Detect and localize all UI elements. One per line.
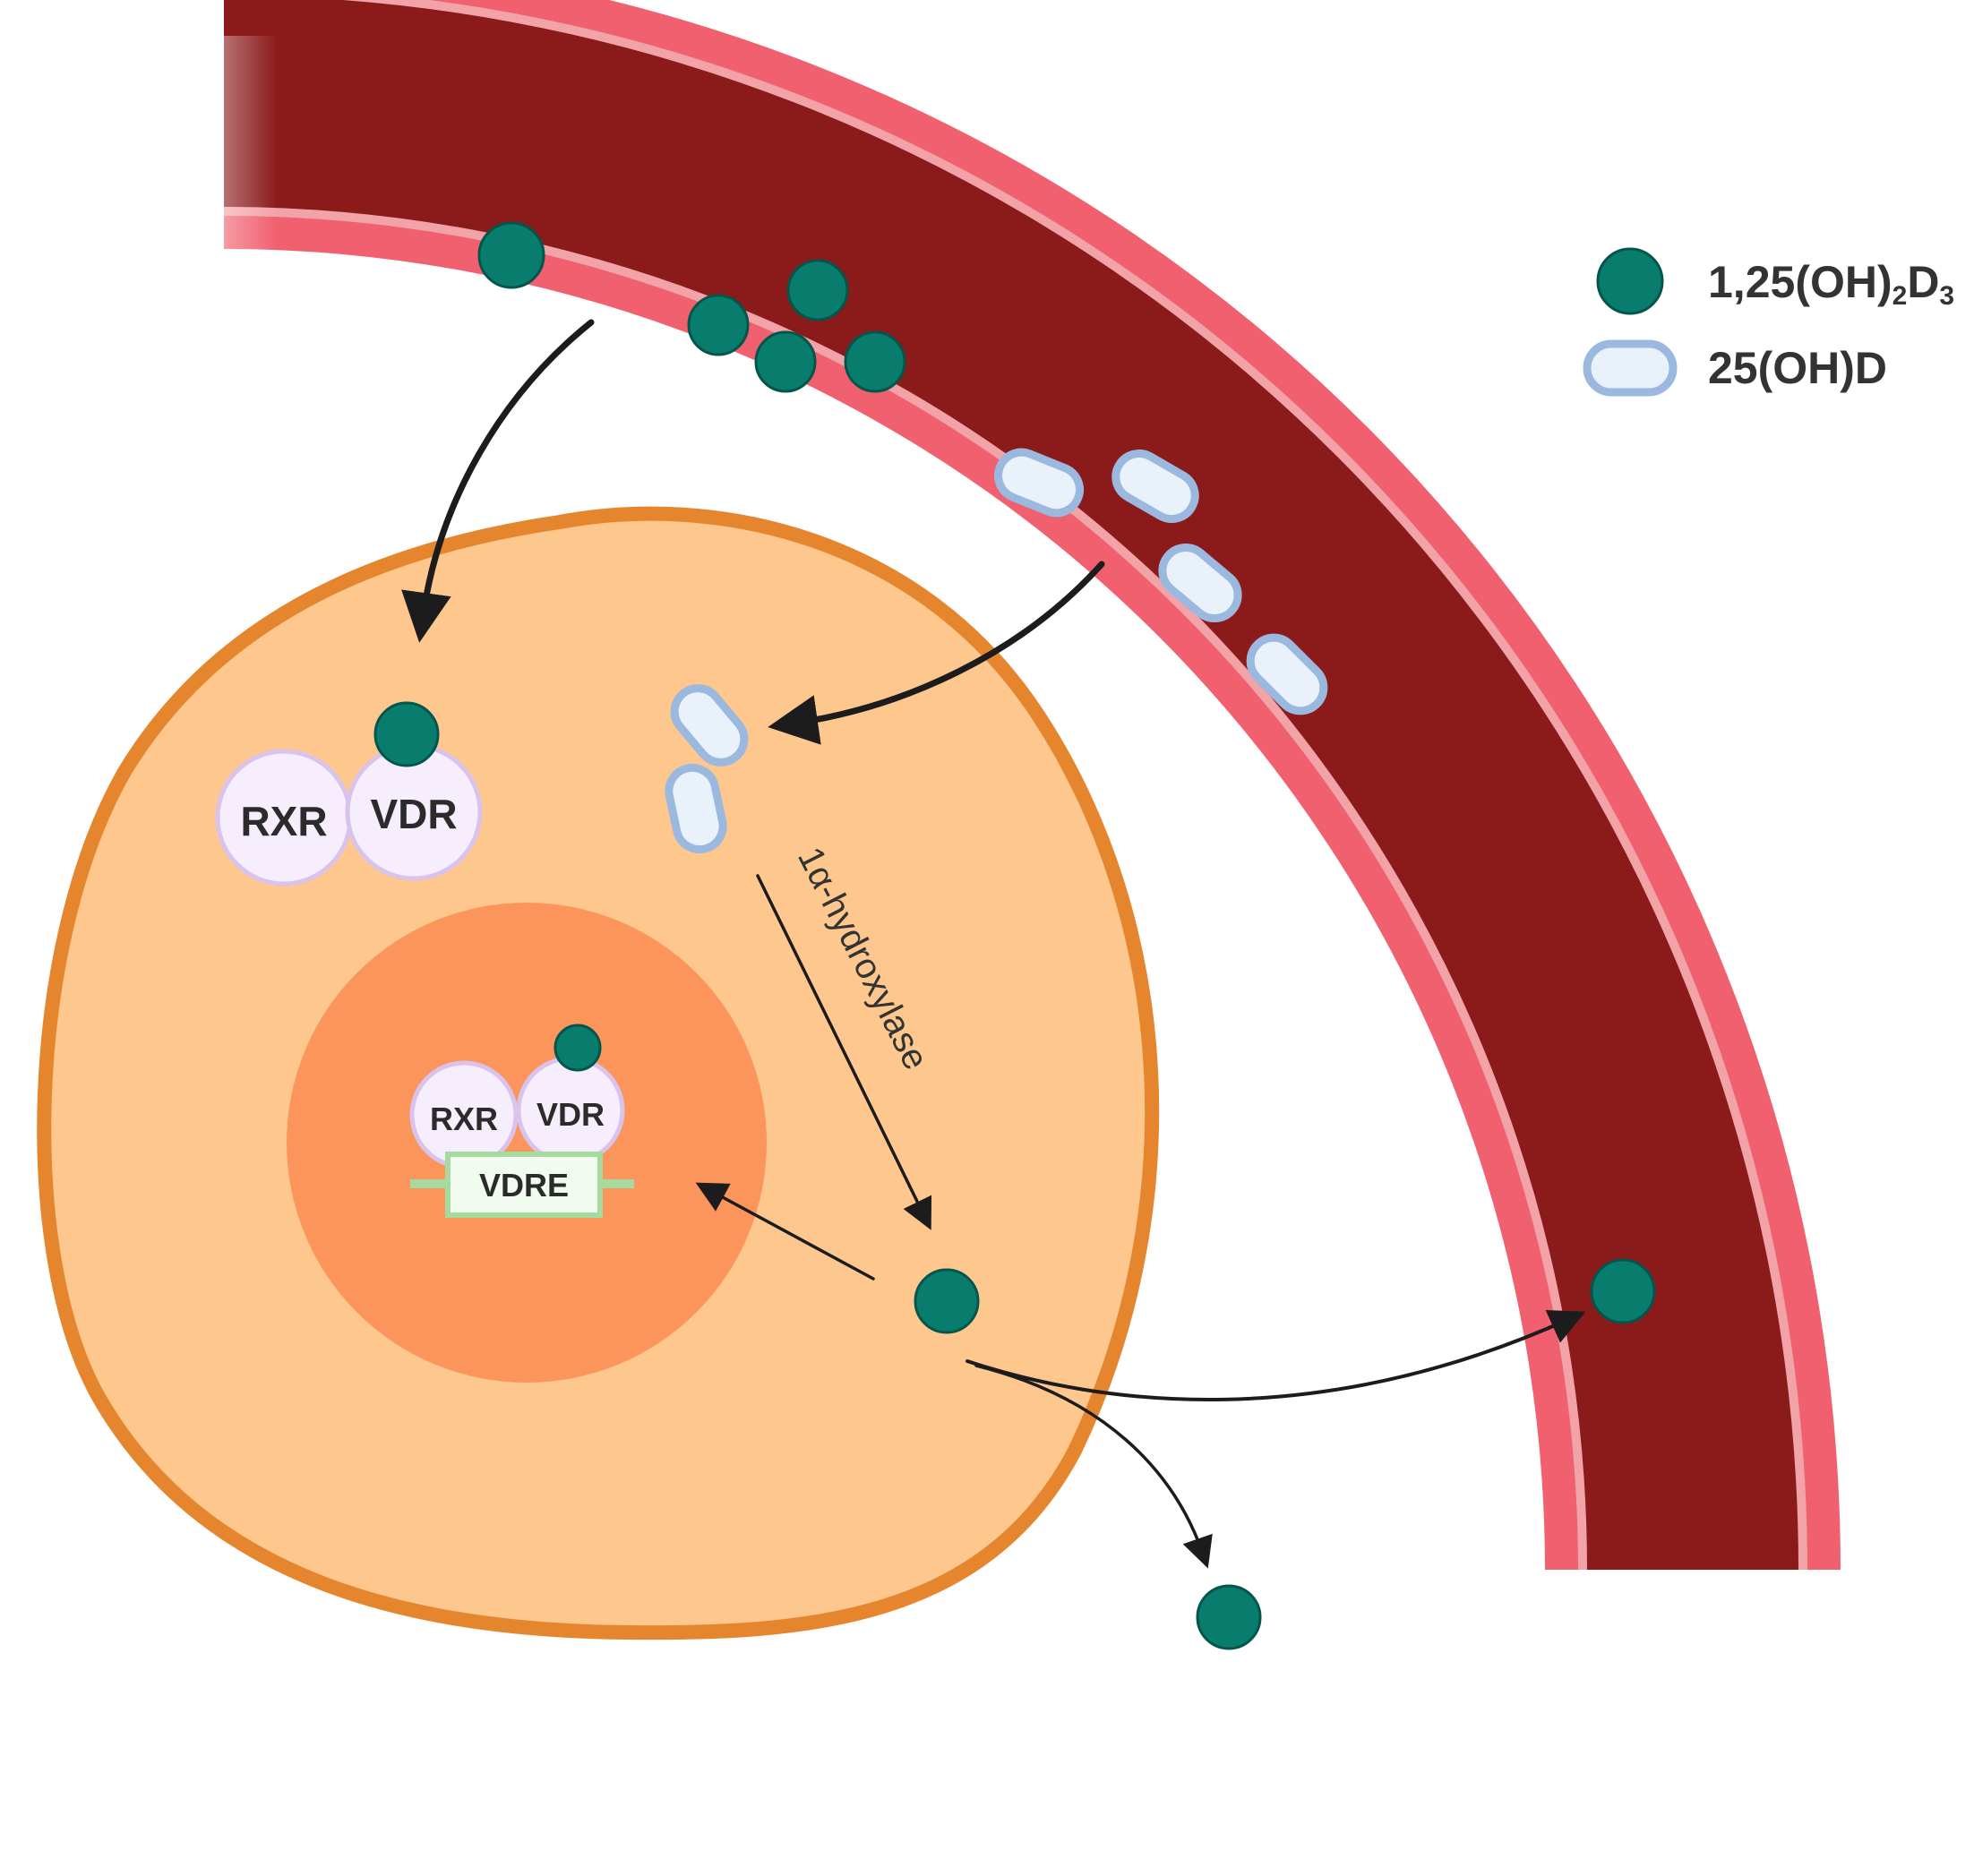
produced-calcitriol-molecule [914, 1268, 980, 1334]
arrow-calcitriol-to-vdr [401, 319, 595, 643]
vdr-label: VDR [370, 791, 457, 837]
cell-calcitriol-group [914, 1268, 1262, 1650]
nuclear-rxr-label: RXR [430, 1101, 498, 1137]
calcidiol-molecule [1111, 450, 1199, 523]
calcitriol-molecule [786, 259, 849, 321]
calcidiol-molecule [665, 763, 727, 854]
legend-calcitriol-main: 1,25(OH) [1708, 257, 1892, 307]
vdre-label: VDRE [479, 1167, 569, 1204]
arrow-calcitriol-to-bloodstream [966, 1309, 1586, 1402]
bound-calcitriol-molecule [373, 701, 440, 767]
vessel-calcitriol-group [477, 221, 1656, 1324]
cell-calcidiol-group [665, 684, 749, 854]
arrow-calcitriol-to-nucleus [695, 1182, 875, 1281]
calcidiol-molecule [1158, 544, 1242, 622]
vdre-box [445, 1152, 603, 1218]
calcidiol-molecule [1246, 633, 1328, 715]
calcitriol-molecule [477, 221, 545, 289]
nucleus [287, 903, 767, 1383]
vessel-lumen [223, 0, 1798, 1571]
nuclear-receptor-complex: RXR VDR VDRE [409, 1024, 634, 1218]
calcitriol-molecule [844, 330, 906, 393]
blood-vessel [134, 0, 1841, 1827]
rxr-label: RXR [240, 798, 327, 844]
calcidiol-molecule [670, 684, 749, 767]
arrow-hydroxylase-conversion [756, 874, 932, 1230]
calcitriol-molecule [754, 330, 817, 393]
arrow-calcitriol-secreted [974, 1364, 1213, 1569]
arrow-calcidiol-into-cell [768, 561, 1105, 745]
calcitriol-molecule [1590, 1258, 1656, 1324]
legend: 1,25(OH)2D3 25(OH)D [1583, 247, 1954, 397]
legend-calcitriol-label: 1,25(OH)2D3 [1708, 257, 1954, 311]
legend-calcitriol-sub-2: 2 [1892, 281, 1908, 311]
nuclear-vdr-label: VDR [536, 1096, 605, 1133]
legend-calcitriol-icon [1596, 247, 1664, 315]
cytoplasm-receptor-complex: RXR VDR [215, 701, 483, 887]
legend-calcitriol-d: D [1907, 257, 1939, 307]
calcidiol-molecule [994, 448, 1084, 518]
calcitriol-molecule [687, 294, 750, 356]
legend-calcitriol-sub-3: 3 [1939, 281, 1954, 311]
vessel-calcidiol-group [994, 448, 1328, 715]
legend-calcidiol-label: 25(OH)D [1708, 343, 1887, 393]
nuclear-bound-calcitriol-molecule [554, 1024, 602, 1072]
arrows [401, 319, 1586, 1569]
legend-calcidiol-icon [1583, 339, 1678, 397]
secreted-calcitriol-molecule [1196, 1584, 1262, 1650]
